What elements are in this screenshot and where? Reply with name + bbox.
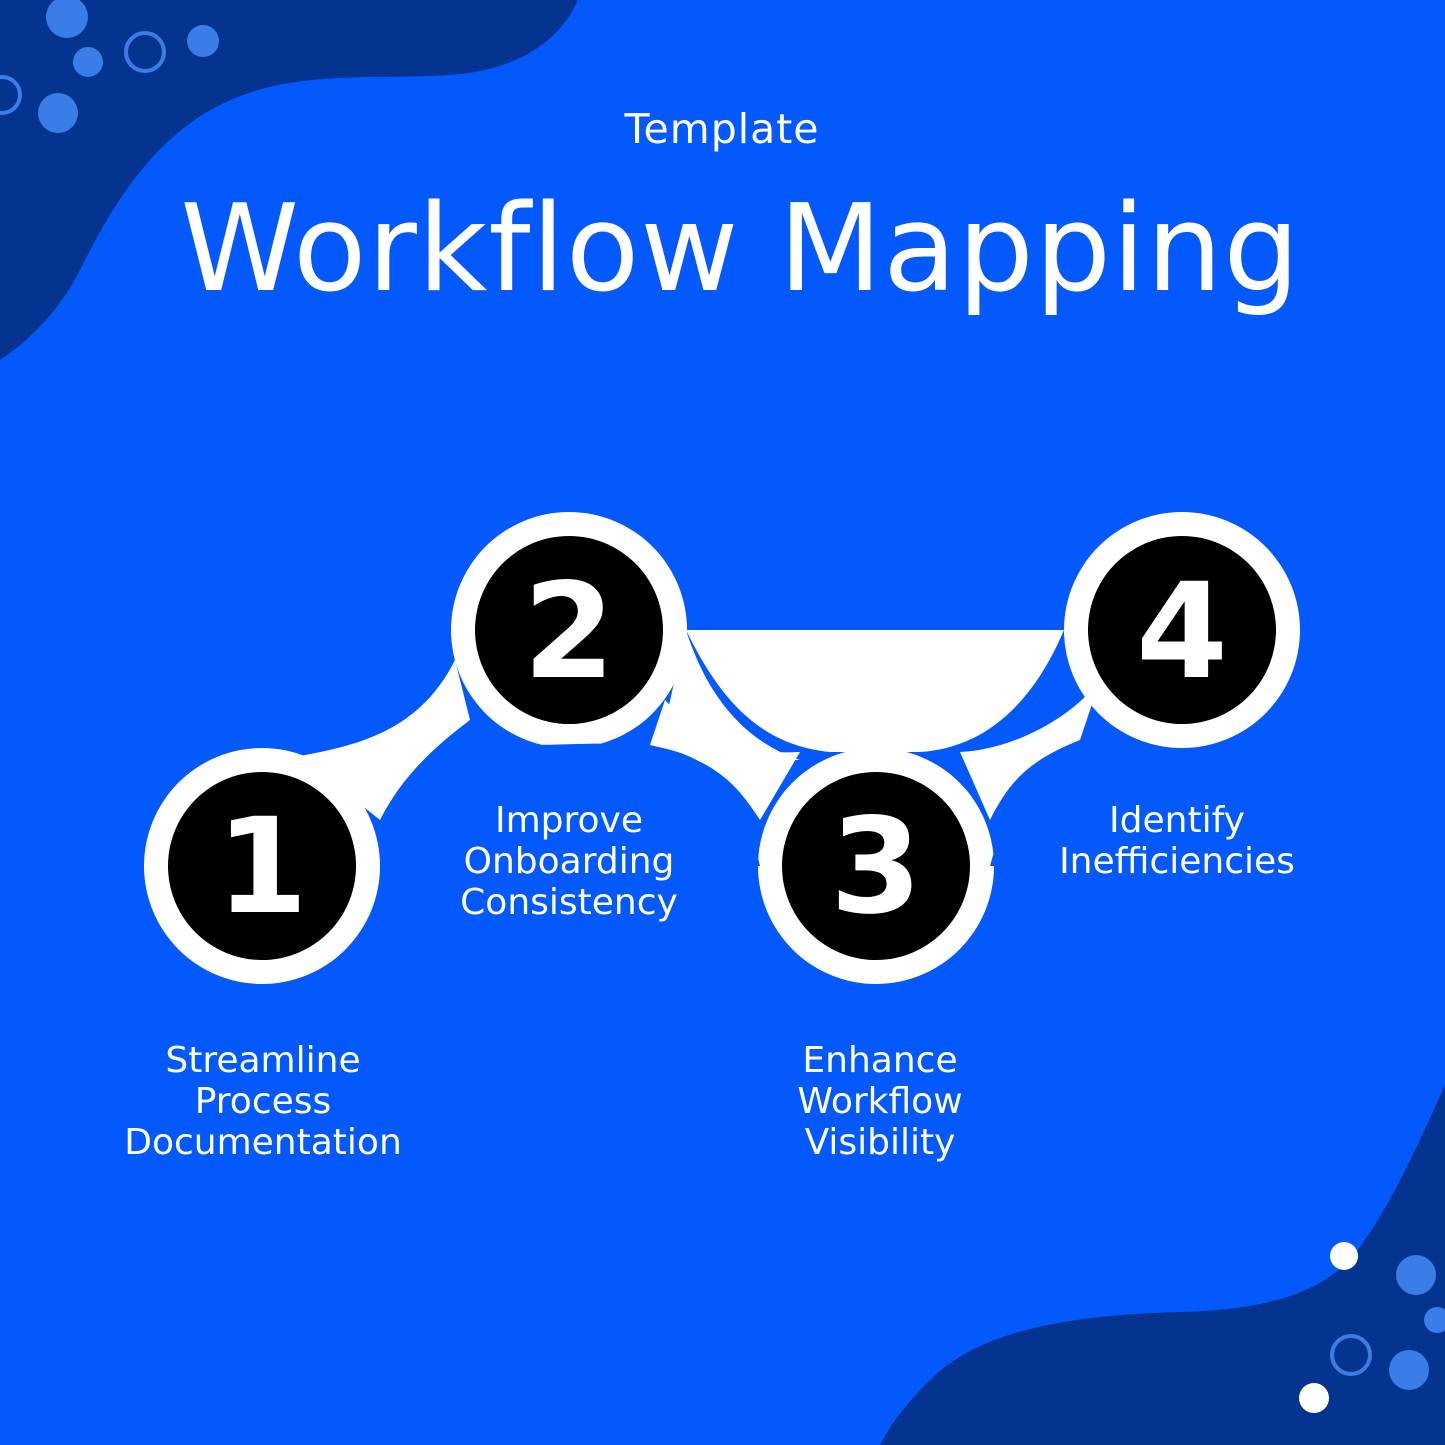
dot (46, 0, 88, 38)
step-node-2: 2 (475, 536, 663, 724)
dot (1424, 1307, 1445, 1333)
step-label-1: Streamline Process Documentation (124, 1040, 402, 1163)
ring (0, 75, 22, 115)
dot (1330, 1242, 1358, 1270)
step-number-4: 4 (1136, 555, 1228, 709)
page-title: Workflow Mapping (180, 180, 1301, 319)
corner-blob-bottom-right (880, 1085, 1445, 1445)
subtitle: Template (624, 105, 820, 153)
step-label-2: Improve Onboarding Consistency (460, 800, 678, 923)
step-label-4: Identify Inefficiencies (1059, 800, 1295, 882)
ring (124, 31, 166, 73)
corner-blob-top-left (0, 0, 578, 360)
step-number-3: 3 (830, 790, 922, 944)
step-node-1: 1 (168, 772, 356, 960)
dot (187, 25, 219, 57)
dot (38, 93, 78, 133)
step-label-3: Enhance Workflow Visibility (797, 1040, 963, 1163)
step-number-2: 2 (523, 555, 615, 709)
dot (1396, 1255, 1436, 1295)
dot (1389, 1350, 1429, 1390)
step-number-1: 1 (216, 790, 308, 944)
connector-link-3-4 (960, 680, 1100, 820)
step-node-3: 3 (782, 772, 970, 960)
dot (1299, 1383, 1329, 1413)
dot (73, 47, 103, 77)
step-node-4: 4 (1088, 536, 1276, 724)
ring (1330, 1334, 1372, 1376)
connector-link-1-2 (300, 660, 470, 820)
